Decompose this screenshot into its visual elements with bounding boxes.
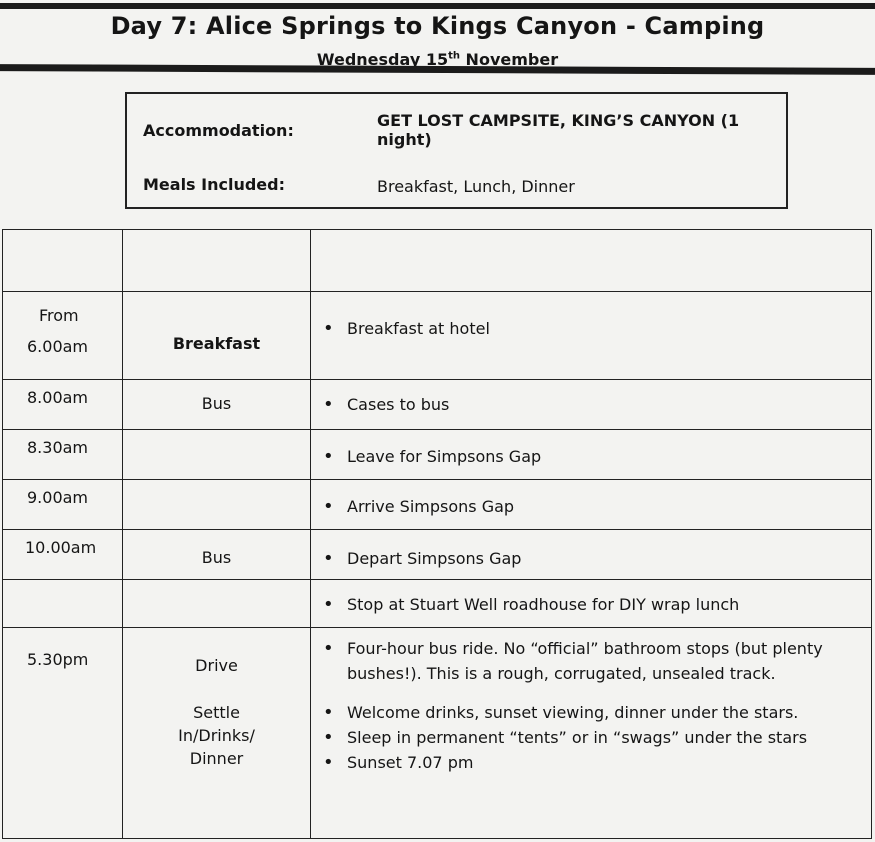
- notes-cell: Breakfast at hotel: [310, 291, 872, 380]
- time-cell: 8.30am: [2, 429, 123, 480]
- time-from: From: [39, 306, 79, 325]
- list-item: Breakfast at hotel: [321, 316, 871, 341]
- list-item: Depart Simpsons Gap: [321, 546, 871, 571]
- table-header-row: [2, 229, 872, 292]
- header-cell-time: [2, 229, 123, 292]
- notes-cell: Stop at Stuart Well roadhouse for DIY wr…: [310, 579, 872, 628]
- activity-cell: Breakfast: [122, 291, 311, 380]
- time-value: 6.00am: [27, 337, 89, 356]
- notes-cell: Cases to bus: [310, 379, 872, 430]
- activity-cell: [122, 579, 311, 628]
- header-cell-notes: [310, 229, 872, 292]
- time-cell: From 6.00am: [2, 291, 123, 380]
- activity-cell: [122, 429, 311, 480]
- schedule-table: From 6.00am Breakfast Breakfast at hotel…: [2, 229, 872, 839]
- page-title: Day 7: Alice Springs to Kings Canyon - C…: [110, 12, 765, 40]
- info-box: Accommodation: GET LOST CAMPSITE, KING’S…: [125, 92, 788, 209]
- table-row: 8.30am Leave for Simpsons Gap: [2, 429, 872, 480]
- meals-value: Breakfast, Lunch, Dinner: [377, 177, 575, 196]
- activity-settle-line2: In/Drinks/: [178, 726, 255, 745]
- notes-cell: Depart Simpsons Gap: [310, 529, 872, 580]
- activity-cell: Drive Settle In/Drinks/ Dinner: [122, 627, 311, 839]
- list-item: Sunset 7.07 pm: [321, 750, 871, 775]
- table-row: 10.00am Bus Depart Simpsons Gap: [2, 529, 872, 580]
- activity-cell: [122, 479, 311, 530]
- activity-cell: Bus: [122, 379, 311, 430]
- date-month: November: [459, 50, 559, 69]
- list-item: Welcome drinks, sunset viewing, dinner u…: [321, 700, 871, 725]
- activity-cell: Bus: [122, 529, 311, 580]
- list-item: Stop at Stuart Well roadhouse for DIY wr…: [321, 592, 871, 617]
- date-ordinal: th: [448, 50, 460, 62]
- table-row: Stop at Stuart Well roadhouse for DIY wr…: [2, 579, 872, 628]
- activity-settle: Settle In/Drinks/ Dinner: [123, 701, 310, 770]
- time-cell: [2, 579, 123, 628]
- accommodation-label: Accommodation:: [143, 121, 294, 140]
- top-rule: [0, 3, 875, 9]
- time-cell: 8.00am: [2, 379, 123, 430]
- activity-settle-line3: Dinner: [189, 749, 244, 768]
- list-item: Cases to bus: [321, 392, 871, 417]
- notes-cell: Four-hour bus ride. No “official” bathro…: [310, 627, 872, 839]
- table-row: 5.30pm Drive Settle In/Drinks/ Dinner Fo…: [2, 627, 872, 839]
- time-cell: 9.00am: [2, 479, 123, 530]
- table-row: 9.00am Arrive Simpsons Gap: [2, 479, 872, 530]
- date-subtitle: Wednesday 15th November: [0, 50, 875, 69]
- activity-settle-line1: Settle: [193, 703, 240, 722]
- table-row: 8.00am Bus Cases to bus: [2, 379, 872, 430]
- time-cell: 10.00am: [2, 529, 123, 580]
- header-cell-activity: [122, 229, 311, 292]
- table-row: From 6.00am Breakfast Breakfast at hotel: [2, 291, 872, 380]
- list-item: Sleep in permanent “tents” or in “swags”…: [321, 725, 871, 750]
- list-item: Leave for Simpsons Gap: [321, 444, 871, 469]
- activity-drive: Drive: [195, 656, 238, 675]
- date-text: Wednesday 15: [316, 50, 449, 69]
- notes-cell: Arrive Simpsons Gap: [310, 479, 872, 530]
- list-item: Arrive Simpsons Gap: [321, 494, 871, 519]
- accommodation-value: GET LOST CAMPSITE, KING’S CANYON (1 nigh…: [377, 111, 740, 149]
- notes-cell: Leave for Simpsons Gap: [310, 429, 872, 480]
- list-item: Four-hour bus ride. No “official” bathro…: [321, 636, 863, 686]
- meals-label: Meals Included:: [143, 175, 286, 194]
- time-cell: 5.30pm: [2, 627, 123, 839]
